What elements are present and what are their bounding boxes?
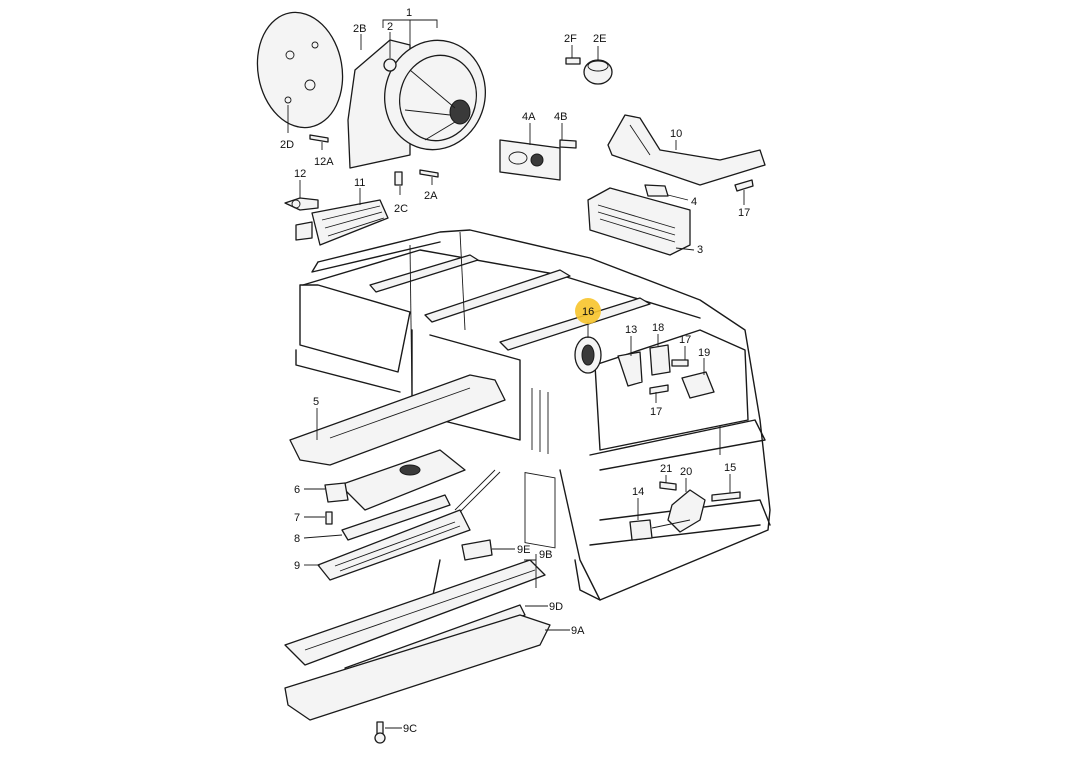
label-12A: 12A bbox=[314, 156, 334, 168]
label-7: 7 bbox=[294, 512, 300, 524]
label-16: 16 bbox=[582, 306, 594, 318]
highlight-marker bbox=[575, 298, 601, 324]
label-3: 3 bbox=[697, 244, 703, 256]
label-2F: 2F bbox=[564, 33, 577, 45]
label-6: 6 bbox=[294, 484, 300, 496]
label-9C: 9C bbox=[403, 723, 417, 735]
parts-2F-2E bbox=[565, 57, 613, 85]
label-11: 11 bbox=[354, 177, 365, 189]
label-19: 19 bbox=[698, 347, 710, 359]
lamp-3-4 bbox=[587, 179, 754, 256]
label-8: 8 bbox=[294, 533, 300, 545]
label-2B: 2B bbox=[353, 23, 366, 35]
speaker-assembly bbox=[256, 11, 487, 186]
label-17-mid: 17 bbox=[679, 334, 691, 346]
van-body bbox=[295, 229, 771, 601]
label-13: 13 bbox=[625, 324, 637, 336]
label-9: 9 bbox=[294, 560, 300, 572]
label-9A: 9A bbox=[571, 625, 585, 637]
label-18: 18 bbox=[652, 322, 664, 334]
label-1: 1 bbox=[406, 7, 412, 19]
bracket-10 bbox=[607, 114, 766, 186]
label-9E: 9E bbox=[517, 544, 530, 556]
leader-lines bbox=[287, 19, 745, 729]
label-2A: 2A bbox=[424, 190, 438, 202]
label-20: 20 bbox=[680, 466, 692, 478]
label-14: 14 bbox=[632, 486, 644, 498]
label-17-upper: 17 bbox=[738, 207, 750, 219]
switch-group-16 bbox=[574, 336, 715, 399]
label-2D: 2D bbox=[280, 139, 294, 151]
switch-4A-4B bbox=[499, 139, 577, 181]
label-2E: 2E bbox=[593, 33, 606, 45]
label-4A: 4A bbox=[522, 111, 536, 123]
label-21: 21 bbox=[660, 463, 672, 475]
lamp-11-12 bbox=[284, 197, 389, 246]
label-5: 5 bbox=[313, 396, 319, 408]
label-2: 2 bbox=[387, 21, 393, 33]
parts-14-15-20-21 bbox=[629, 481, 741, 541]
label-2C: 2C bbox=[394, 203, 408, 215]
roof-rails bbox=[369, 231, 651, 401]
label-4: 4 bbox=[691, 196, 697, 208]
label-10: 10 bbox=[670, 128, 682, 140]
label-15: 15 bbox=[724, 462, 736, 474]
label-17-lower: 17 bbox=[650, 406, 662, 418]
label-12: 12 bbox=[294, 168, 306, 180]
label-9B: 9B bbox=[539, 549, 552, 561]
lamp-7-8-9 bbox=[317, 469, 501, 581]
part-labels: 1 2 2B 2D 12A 2A 2C 12 11 2F 2E 4A 4B 10… bbox=[280, 7, 750, 735]
trim-5 bbox=[289, 374, 506, 466]
label-4B: 4B bbox=[554, 111, 567, 123]
lamp-6 bbox=[324, 449, 466, 511]
lamp-9A-9B-9D-9E bbox=[284, 539, 551, 744]
label-9D: 9D bbox=[549, 601, 563, 613]
